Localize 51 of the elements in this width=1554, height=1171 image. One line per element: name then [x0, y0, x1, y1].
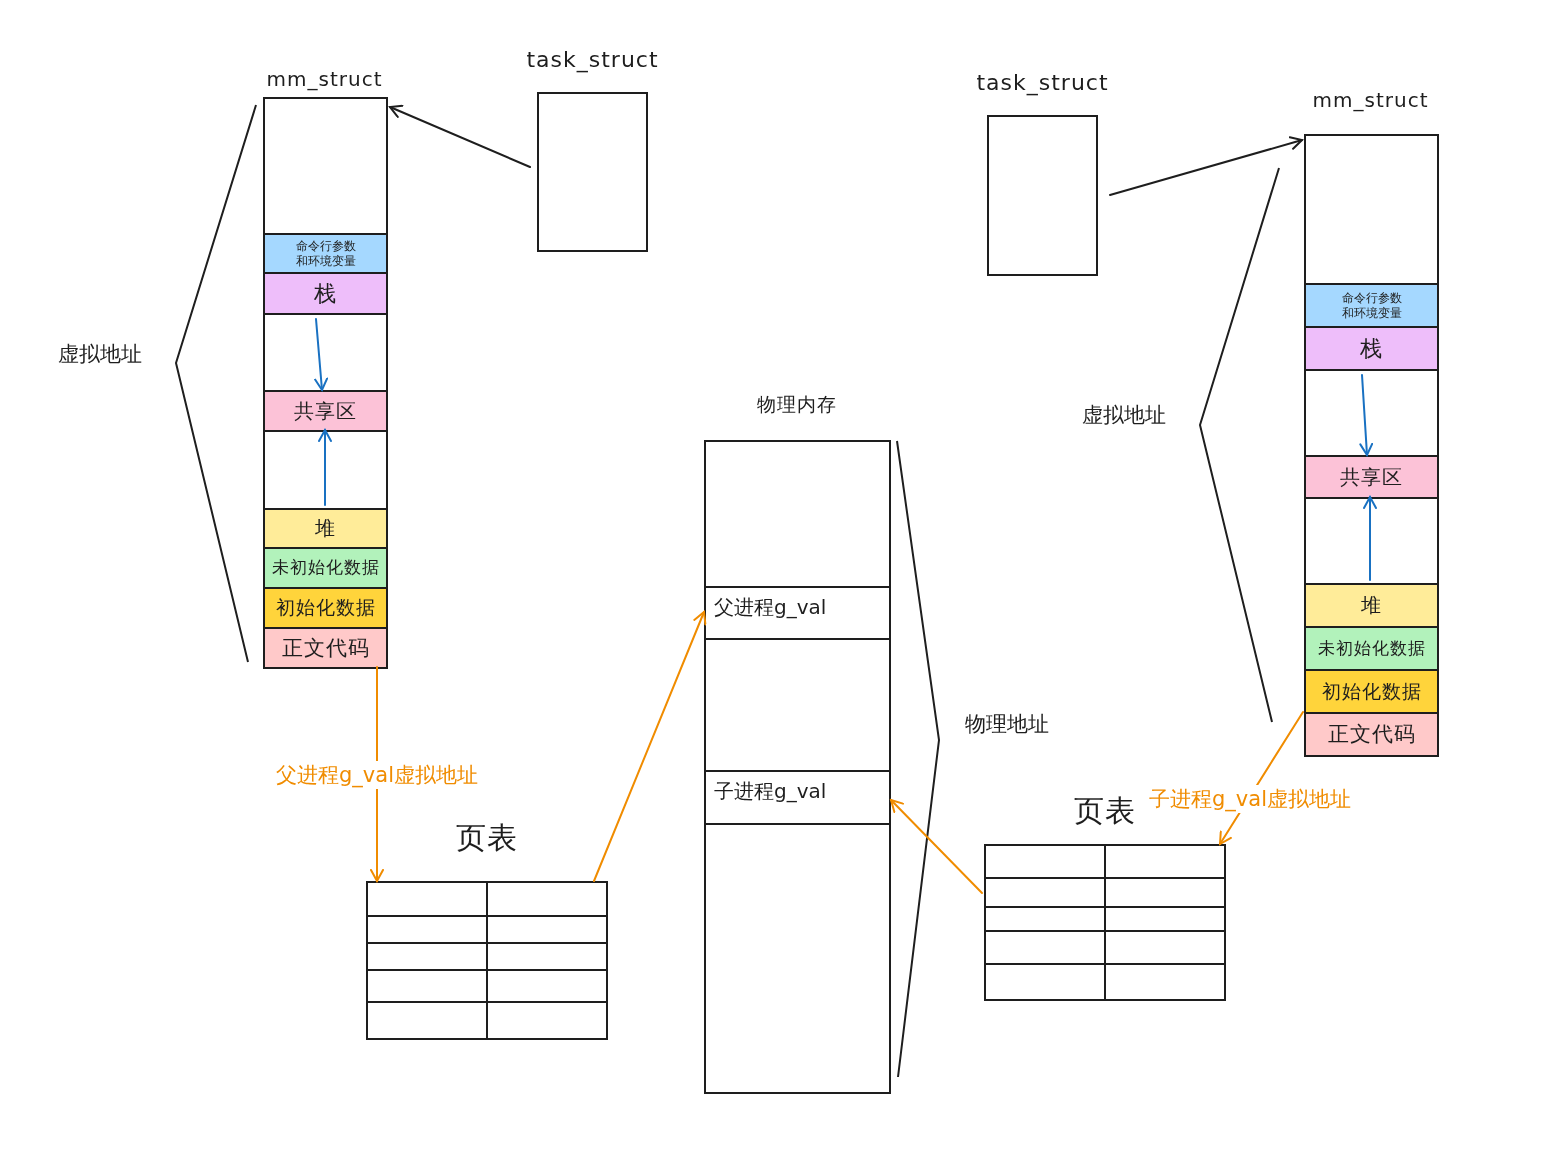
- arrow: [593, 611, 707, 882]
- memory-segment: [263, 233, 388, 274]
- slot-label: 子进程g_val: [714, 778, 827, 805]
- segment-label: 正文代码: [1327, 721, 1416, 748]
- memory-segment: [263, 508, 388, 549]
- segment-label: 未初始化数据: [271, 557, 380, 579]
- memory-segment: [1304, 583, 1439, 628]
- memory-slot: [704, 823, 891, 1094]
- segment-label: 堆: [315, 516, 336, 541]
- memory-segment: [1304, 455, 1439, 499]
- arrow: [890, 799, 983, 894]
- segment-label: 初始化数据: [1321, 679, 1422, 704]
- arrow: [1109, 136, 1303, 196]
- segment-label: 栈: [314, 279, 337, 308]
- segment-label: 初始化数据: [275, 596, 376, 620]
- segment-label: 命令行参数和环境变量: [1340, 290, 1403, 321]
- memory-segment: [1304, 326, 1439, 371]
- segment-label: 堆: [1361, 593, 1382, 618]
- segment-label: 命令行参数和环境变量: [294, 238, 357, 269]
- memory-segment: [1304, 712, 1439, 757]
- memory-segment: [263, 272, 388, 315]
- axis-label: 物理地址: [965, 711, 1049, 738]
- memory-segment: [263, 587, 388, 629]
- heading: 页表: [456, 819, 518, 857]
- arrow: [318, 429, 332, 506]
- slot-label: 父进程g_val: [714, 594, 827, 621]
- arrow: [1363, 496, 1377, 581]
- arrow: [314, 318, 329, 391]
- heading: mm_struct: [266, 67, 383, 91]
- edge-label: 父进程g_val虚拟地址: [275, 761, 479, 789]
- memory-segment: [1304, 283, 1439, 328]
- segment-label: 栈: [1360, 334, 1383, 363]
- heading: 物理内存: [756, 392, 837, 417]
- segment-label: 正文代码: [281, 634, 370, 662]
- segment-label: 未初始化数据: [1317, 637, 1426, 660]
- heading: task_struct: [976, 70, 1109, 95]
- axis-label: 虚拟地址: [58, 341, 142, 368]
- memory-segment: [263, 547, 388, 589]
- heading: 页表: [1074, 792, 1136, 830]
- arrow: [1359, 374, 1374, 456]
- segment-label: 共享区: [294, 398, 357, 424]
- edge-label: 子进程g_val虚拟地址: [1148, 785, 1352, 813]
- heading: mm_struct: [1312, 88, 1429, 112]
- axis-label: 虚拟地址: [1082, 402, 1166, 429]
- arrow: [389, 104, 531, 168]
- memory-segment: [1304, 626, 1439, 671]
- heading: task_struct: [526, 47, 659, 72]
- memory-segment: [1304, 669, 1439, 714]
- segment-label: 共享区: [1340, 464, 1403, 490]
- memory-segment: [263, 390, 388, 432]
- memory-segment: [263, 627, 388, 669]
